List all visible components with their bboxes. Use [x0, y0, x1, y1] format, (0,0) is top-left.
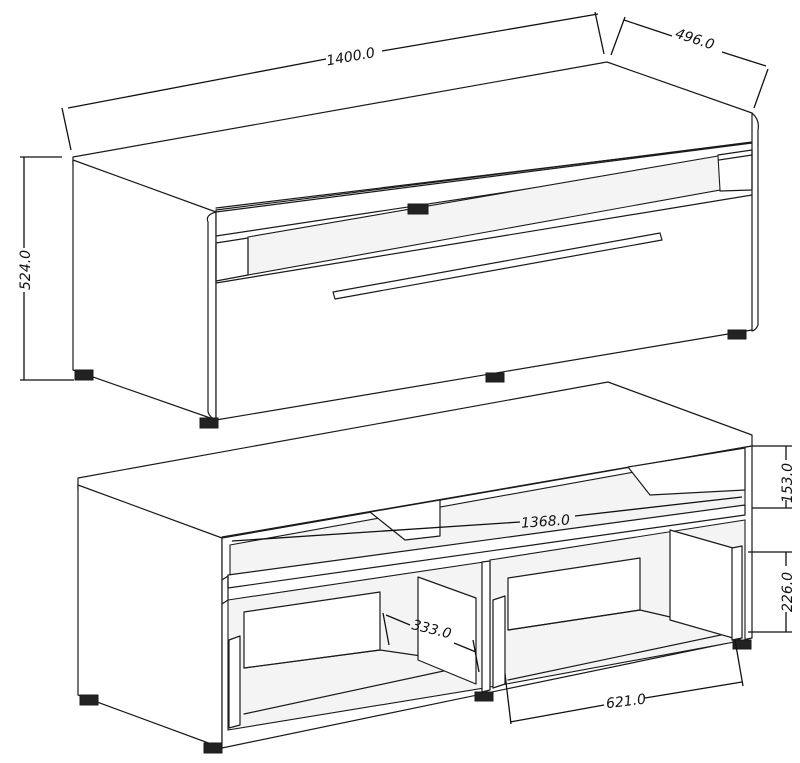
foot-front-left [199, 417, 219, 429]
dimension-compartment-height: 226.0 [748, 551, 796, 633]
dimension-compartment-width: 621.0 [504, 639, 744, 725]
dimension-height: 524.0 [18, 156, 74, 381]
dimension-inner-width: 1368.0 [231, 496, 743, 542]
foot-center [485, 372, 505, 383]
foot-bfl [203, 742, 223, 754]
center-divider [481, 560, 491, 693]
drawer-top-edge [215, 194, 753, 284]
shelf-height-label: 153.0 [780, 463, 796, 503]
cabinet-front-face [215, 142, 753, 421]
compartment-width-label: 621.0 [605, 691, 647, 712]
foot-bfr [732, 639, 752, 650]
dimension-shelf-height: 153.0 [752, 445, 796, 509]
drawer-handle [332, 232, 663, 300]
top-panel-edge [215, 142, 751, 209]
height-label: 524.0 [18, 250, 34, 290]
right-drawer-open [669, 529, 741, 641]
shelf-bracket [407, 203, 429, 215]
inner-width-label: 1368.0 [521, 512, 571, 531]
width-label: 1400.0 [325, 45, 376, 69]
left-drawer-open [417, 576, 477, 685]
foot-bc [474, 691, 494, 702]
open-cabinet [77, 381, 753, 754]
foot-left [74, 369, 94, 381]
closed-cabinet [72, 61, 759, 429]
depth-label: 496.0 [673, 26, 716, 54]
foot-front-right [727, 329, 747, 340]
compartment-height-label: 226.0 [780, 572, 796, 612]
foot-bl [79, 694, 99, 706]
